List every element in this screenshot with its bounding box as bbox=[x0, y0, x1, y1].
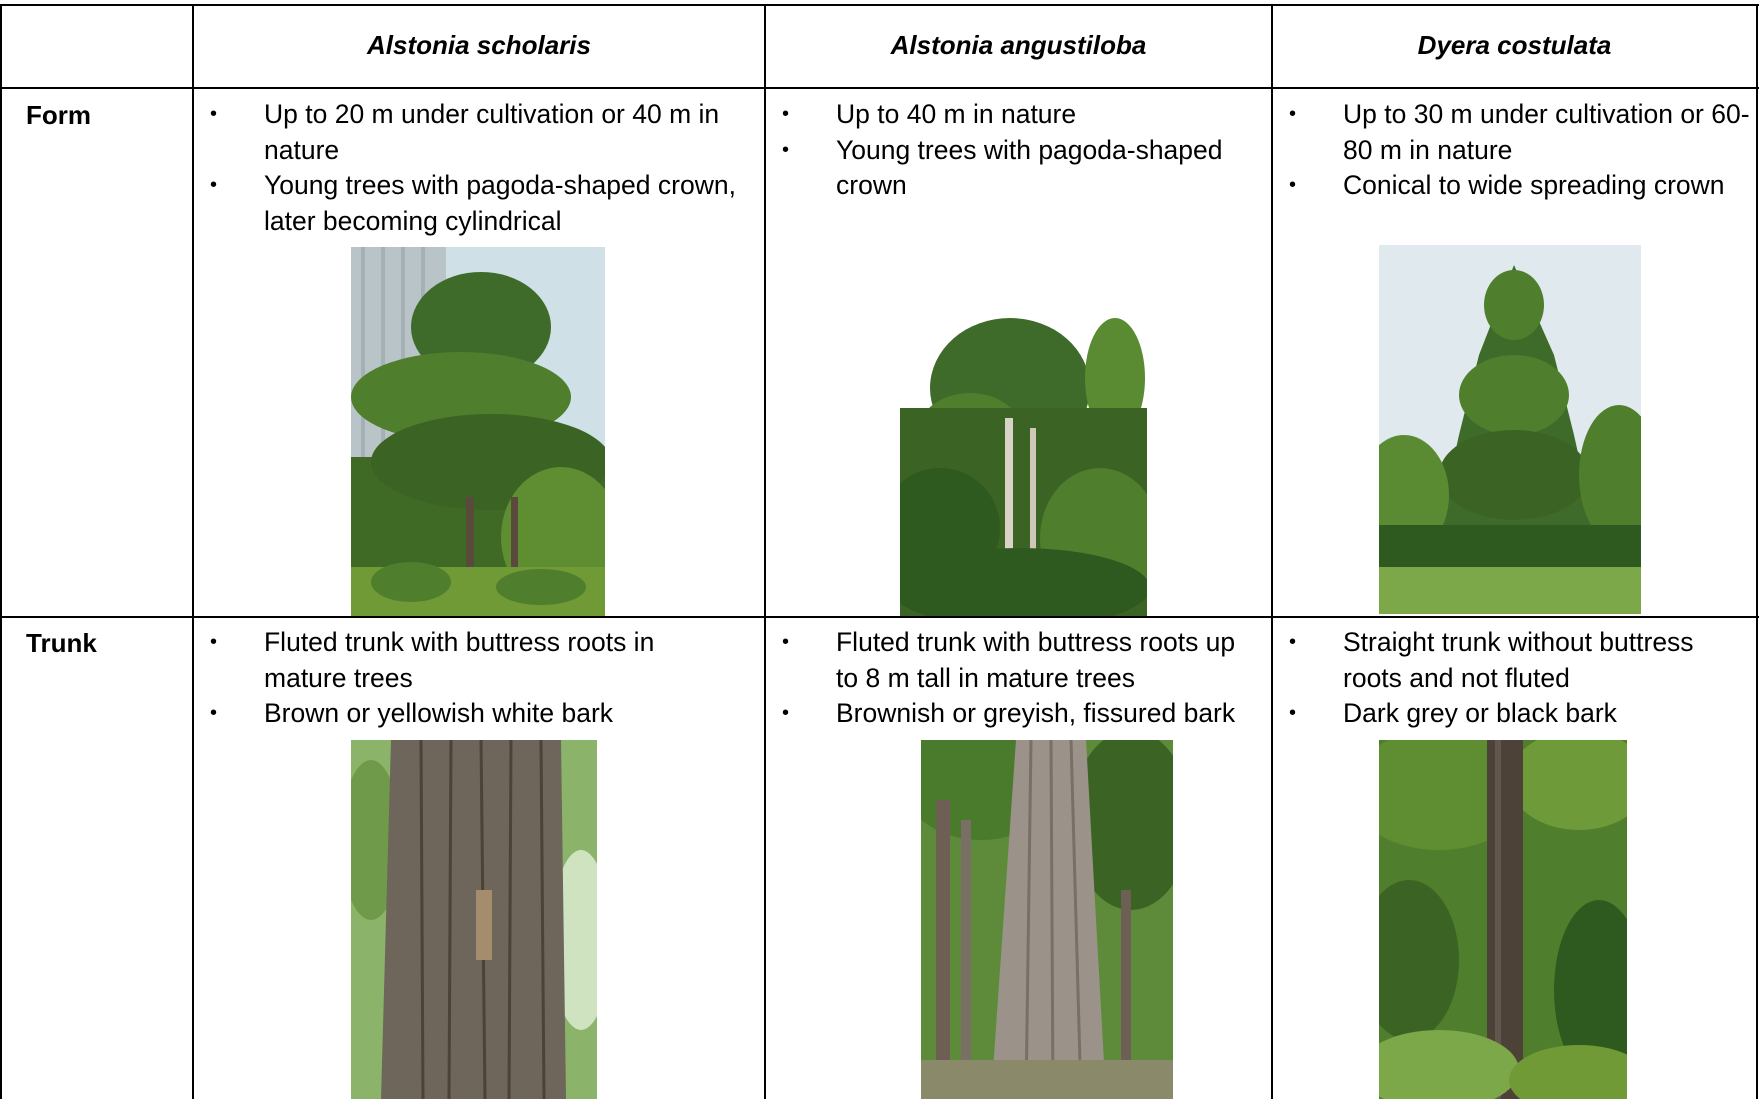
column-divider-2 bbox=[764, 4, 766, 1099]
trunk-notes-alstonia-scholaris: Fluted trunk with buttress roots in matu… bbox=[202, 625, 722, 732]
row-divider bbox=[0, 616, 1759, 618]
column-divider-3 bbox=[1271, 4, 1273, 1099]
trunk-notes-dyera-costulata: Straight trunk without buttress roots an… bbox=[1281, 625, 1756, 732]
list-item: Up to 20 m under cultivation or 40 m in … bbox=[202, 97, 752, 168]
list-item: Brown or yellowish white bark bbox=[202, 696, 722, 732]
trunk-photo-alstonia-angustiloba bbox=[921, 740, 1173, 1099]
list-item: Up to 40 m in nature bbox=[774, 97, 1244, 133]
form-notes-dyera-costulata: Up to 30 m under cultivation or 60-80 m … bbox=[1281, 97, 1751, 204]
list-item: Young trees with pagoda-shaped crown bbox=[774, 133, 1244, 204]
list-item: Fluted trunk with buttress roots up to 8… bbox=[774, 625, 1254, 696]
table-border-right bbox=[1756, 4, 1758, 1099]
tree-form-photo-alstonia-scholaris bbox=[351, 247, 605, 616]
list-item: Young trees with pagoda-shaped crown, la… bbox=[202, 168, 752, 239]
list-item: Brownish or greyish, fissured bark bbox=[774, 696, 1254, 732]
tree-form-photo-dyera-costulata bbox=[1379, 245, 1641, 614]
tree-form-photo-alstonia-angustiloba bbox=[900, 308, 1147, 616]
list-item: Dark grey or black bark bbox=[1281, 696, 1756, 732]
list-item: Conical to wide spreading crown bbox=[1281, 168, 1751, 204]
header-divider bbox=[0, 87, 1759, 89]
column-header-alstonia-angustiloba: Alstonia angustiloba bbox=[890, 30, 1147, 60]
form-notes-alstonia-scholaris: Up to 20 m under cultivation or 40 m in … bbox=[202, 97, 752, 239]
column-header-alstonia-scholaris: Alstonia scholaris bbox=[367, 30, 591, 60]
column-divider-1 bbox=[192, 4, 194, 1099]
trunk-photo-dyera-costulata bbox=[1379, 740, 1627, 1099]
table-border-top bbox=[0, 4, 1759, 6]
list-item: Up to 30 m under cultivation or 60-80 m … bbox=[1281, 97, 1751, 168]
trunk-photo-alstonia-scholaris bbox=[351, 740, 597, 1099]
form-notes-alstonia-angustiloba: Up to 40 m in nature Young trees with pa… bbox=[774, 97, 1244, 204]
column-header-dyera-costulata: Dyera costulata bbox=[1417, 30, 1612, 60]
row-label-trunk: Trunk bbox=[26, 628, 97, 658]
list-item: Fluted trunk with buttress roots in matu… bbox=[202, 625, 722, 696]
trunk-notes-alstonia-angustiloba: Fluted trunk with buttress roots up to 8… bbox=[774, 625, 1254, 732]
list-item: Straight trunk without buttress roots an… bbox=[1281, 625, 1756, 696]
row-label-form: Form bbox=[26, 100, 91, 130]
table-border-left bbox=[0, 4, 2, 1099]
